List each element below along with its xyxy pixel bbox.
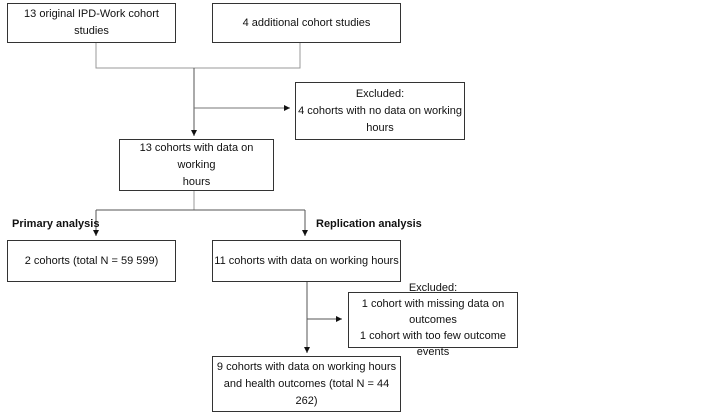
- final-line2: and health outcomes (total N = 44 262): [223, 377, 390, 407]
- replication-text: 11 cohorts with data on working hours: [214, 254, 399, 267]
- with-hours-line1: 13 cohorts with data on working: [139, 141, 254, 171]
- original-cohorts-box: 13 original IPD-Work cohort studies: [7, 3, 176, 43]
- excluded2-title: Excluded:: [408, 282, 458, 294]
- primary-analysis-label: Primary analysis: [12, 218, 100, 230]
- merge-line: [95, 42, 301, 69]
- final-box: 9 cohorts with data on working hours and…: [212, 356, 401, 412]
- original-cohorts-text: 13 original IPD-Work cohort studies: [24, 8, 159, 37]
- with-hours-line2: hours: [182, 175, 211, 188]
- with-hours-box: 13 cohorts with data on working hours: [119, 139, 274, 191]
- additional-cohorts-box: 4 additional cohort studies: [212, 3, 401, 43]
- excluded2-reason1: 1 cohort with missing data on outcomes: [361, 298, 505, 326]
- replication-analysis-label: Replication analysis: [316, 218, 422, 230]
- excluded1-reason: 4 cohorts with no data on working hours: [298, 104, 462, 134]
- additional-cohorts-text: 4 additional cohort studies: [242, 16, 371, 29]
- excluded2-box: Excluded: 1 cohort with missing data on …: [348, 282, 518, 358]
- excluded2-reason2: 1 cohort with too few outcome events: [359, 330, 507, 358]
- final-line1: 9 cohorts with data on working hours: [216, 360, 397, 373]
- excluded1-title: Excluded:: [355, 87, 405, 100]
- replication-box: 11 cohorts with data on working hours: [212, 240, 401, 282]
- excluded1-box: Excluded: 4 cohorts with no data on work…: [295, 82, 465, 140]
- primary-box: 2 cohorts (total N = 59 599): [7, 240, 176, 282]
- primary-text: 2 cohorts (total N = 59 599): [24, 254, 159, 267]
